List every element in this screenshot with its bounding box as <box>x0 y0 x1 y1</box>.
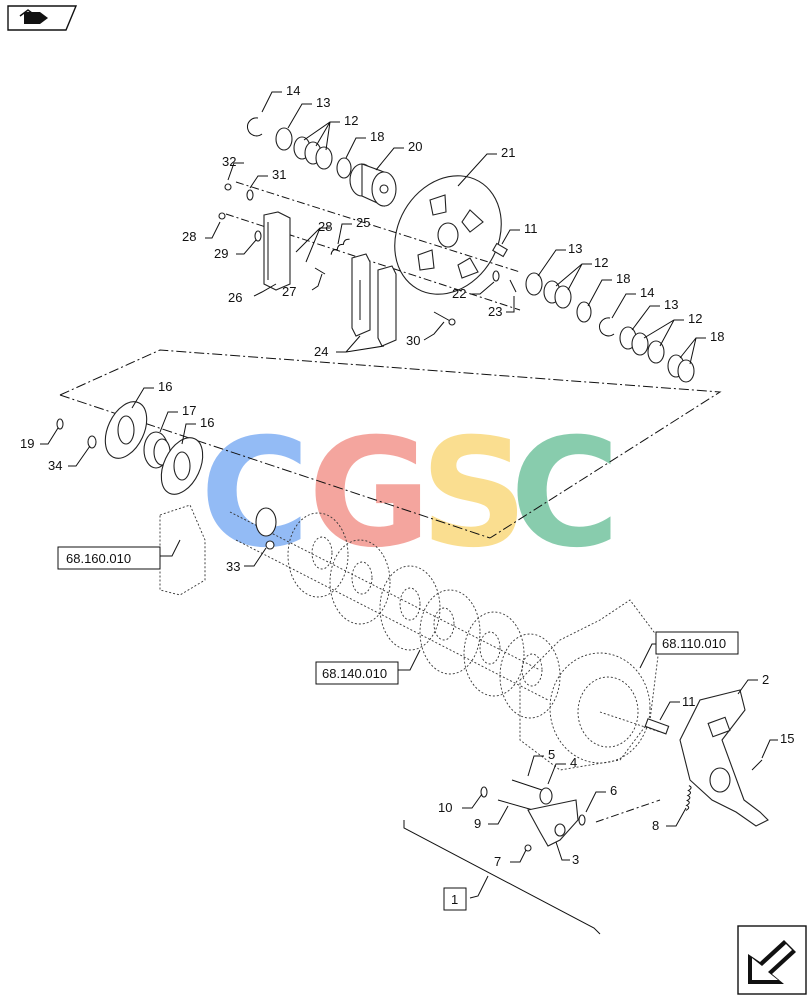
callout-10: 10 <box>438 800 452 815</box>
ref-box-68-140-010[interactable]: 68.140.010 <box>315 661 399 685</box>
callout-5: 5 <box>548 747 555 762</box>
callout-31: 31 <box>272 167 286 182</box>
callout-14b: 14 <box>640 285 654 300</box>
ref-label-68-160-010: 68.160.010 <box>66 551 131 566</box>
callout-33: 33 <box>226 559 240 574</box>
ref-box-68-110-010[interactable]: 68.110.010 <box>655 631 739 655</box>
ref-box-1[interactable]: 1 <box>443 887 467 911</box>
ref-label-68-140-010: 68.140.010 <box>322 666 387 681</box>
callout-34: 34 <box>48 458 62 473</box>
callout-19: 19 <box>20 436 34 451</box>
watermark: C G S C <box>200 407 620 581</box>
callout-12b: 12 <box>594 255 608 270</box>
upper-hub-assembly <box>218 117 695 383</box>
group-bracket <box>403 820 601 935</box>
watermark-letter-c1: C <box>200 407 310 581</box>
callout-12: 12 <box>344 113 358 128</box>
disc-gang-reference <box>159 504 661 771</box>
watermark-letter-s: S <box>420 407 528 581</box>
callout-26: 26 <box>228 290 242 305</box>
callout-16b: 16 <box>200 415 214 430</box>
callout-17: 17 <box>182 403 196 418</box>
callout-25: 25 <box>356 215 370 230</box>
callout-13c: 13 <box>664 297 678 312</box>
callout-labels: 14 13 12 18 20 21 32 31 28 25 29 26 27 2… <box>20 83 794 869</box>
callout-16: 16 <box>158 379 172 394</box>
callout-8: 8 <box>652 818 659 833</box>
callout-12c: 12 <box>688 311 702 326</box>
callout-7: 7 <box>494 854 501 869</box>
callout-4: 4 <box>570 755 577 770</box>
callout-9: 9 <box>474 816 481 831</box>
callout-18: 18 <box>370 129 384 144</box>
callout-24: 24 <box>314 344 328 359</box>
callout-29: 29 <box>214 246 228 261</box>
callout-13: 13 <box>316 95 330 110</box>
callout-27: 27 <box>282 284 296 299</box>
callout-28b: 28 <box>318 219 332 234</box>
callout-23: 23 <box>488 304 502 319</box>
callout-15: 15 <box>780 731 794 746</box>
ref-box-68-160-010[interactable]: 68.160.010 <box>57 546 161 570</box>
callout-2: 2 <box>762 672 769 687</box>
callout-21: 21 <box>501 145 515 160</box>
callout-32: 32 <box>222 154 236 169</box>
callout-30: 30 <box>406 333 420 348</box>
next-page-arrow-icon[interactable] <box>737 925 807 995</box>
callout-20: 20 <box>408 139 422 154</box>
callout-13b: 13 <box>568 241 582 256</box>
callout-6: 6 <box>610 783 617 798</box>
ref-label-68-110-010: 68.110.010 <box>662 636 726 651</box>
callout-18c: 18 <box>710 329 724 344</box>
callout-22: 22 <box>452 286 466 301</box>
ref-label-1: 1 <box>451 892 458 907</box>
callout-3: 3 <box>572 852 579 867</box>
watermark-letter-g: G <box>308 407 431 581</box>
callout-11: 11 <box>524 221 538 236</box>
callout-11b: 11 <box>682 694 696 709</box>
lower-linkage <box>480 689 769 852</box>
bearing-assembly <box>56 401 204 495</box>
watermark-letter-c2: C <box>510 407 620 581</box>
leader-lines <box>40 91 778 899</box>
callout-18b: 18 <box>616 271 630 286</box>
callout-28: 28 <box>182 229 196 244</box>
catalog-nav-icon[interactable] <box>7 5 78 31</box>
callout-14: 14 <box>286 83 300 98</box>
